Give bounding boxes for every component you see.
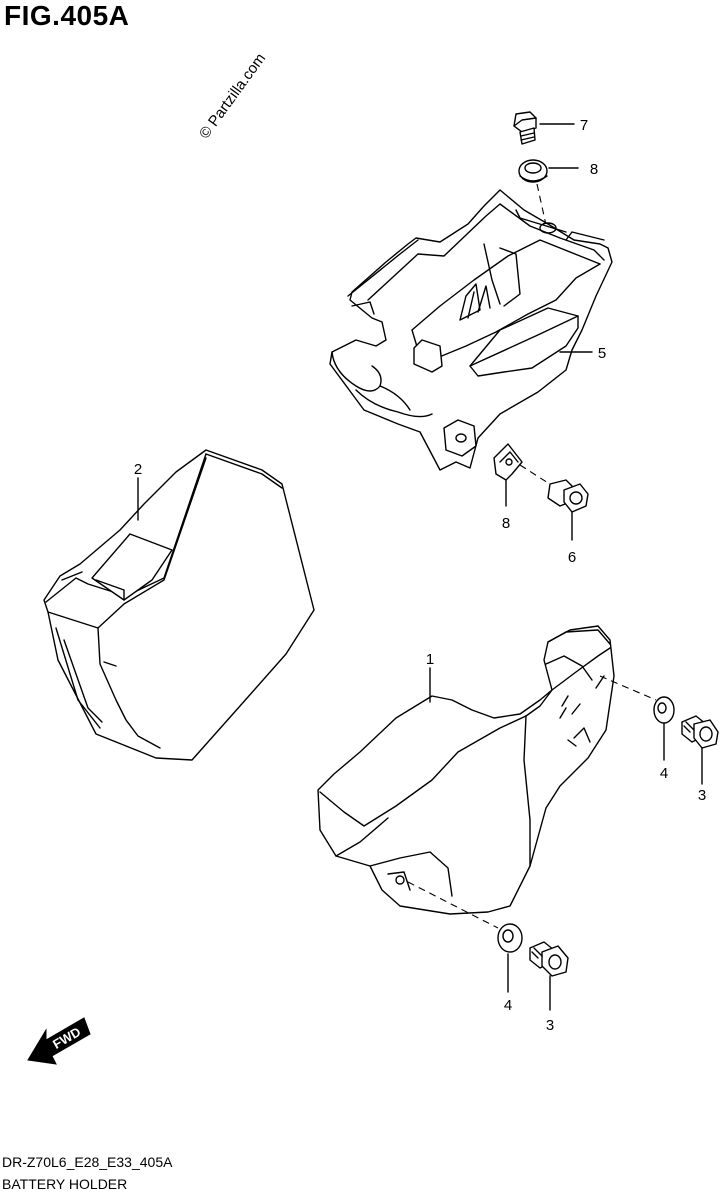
callout-4-upper: 4 — [660, 765, 668, 782]
callout-3-lower: 3 — [546, 1017, 554, 1034]
callout-7: 8 — [502, 515, 510, 532]
part-9-grommet[interactable] — [518, 159, 548, 183]
assembly-line-upper-1 — [599, 675, 657, 701]
callout-6: 6 — [568, 549, 576, 566]
part-3-bolt-upper[interactable] — [681, 715, 719, 749]
figure-name: BATTERY HOLDER — [2, 1176, 128, 1192]
assembly-line-lower-1 — [407, 881, 499, 929]
callout-3-upper: 3 — [698, 787, 706, 804]
callout-1: 1 — [426, 651, 434, 668]
part-7-clip-nut[interactable] — [493, 443, 523, 481]
callout-5: 5 — [598, 345, 606, 362]
callout-4-lower: 4 — [504, 997, 512, 1014]
figure-title: FIG.405A — [4, 0, 130, 31]
callout-2: 2 — [134, 461, 142, 478]
fwd-arrow-icon: FWD — [27, 1017, 91, 1065]
part-4-washer-lower[interactable] — [497, 923, 523, 953]
figure-code: DR-Z70L6_E28_E33_405A — [2, 1154, 173, 1170]
callout-9: 8 — [590, 161, 598, 178]
part-1-side-cover[interactable] — [317, 625, 615, 915]
part-5-battery-tray[interactable] — [329, 189, 613, 471]
part-8-bolt[interactable] — [513, 111, 537, 145]
part-6-bolt[interactable] — [547, 479, 589, 513]
part-2-battery-cover[interactable] — [43, 449, 315, 761]
part-4-washer-upper[interactable] — [653, 696, 675, 724]
callout-8: 7 — [580, 117, 588, 134]
part-3-bolt-lower[interactable] — [529, 941, 569, 977]
